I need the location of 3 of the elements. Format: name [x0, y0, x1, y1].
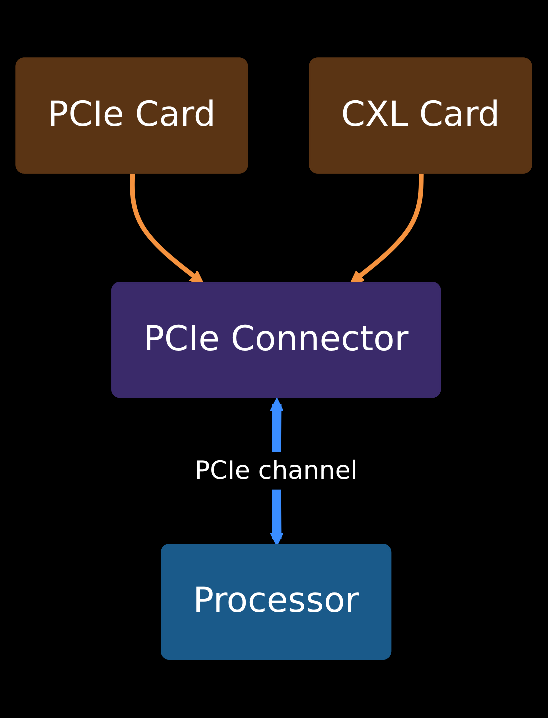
- arrow: [130, 174, 204, 284]
- arrow: [350, 174, 424, 284]
- edge-label: PCIe channel: [194, 455, 358, 486]
